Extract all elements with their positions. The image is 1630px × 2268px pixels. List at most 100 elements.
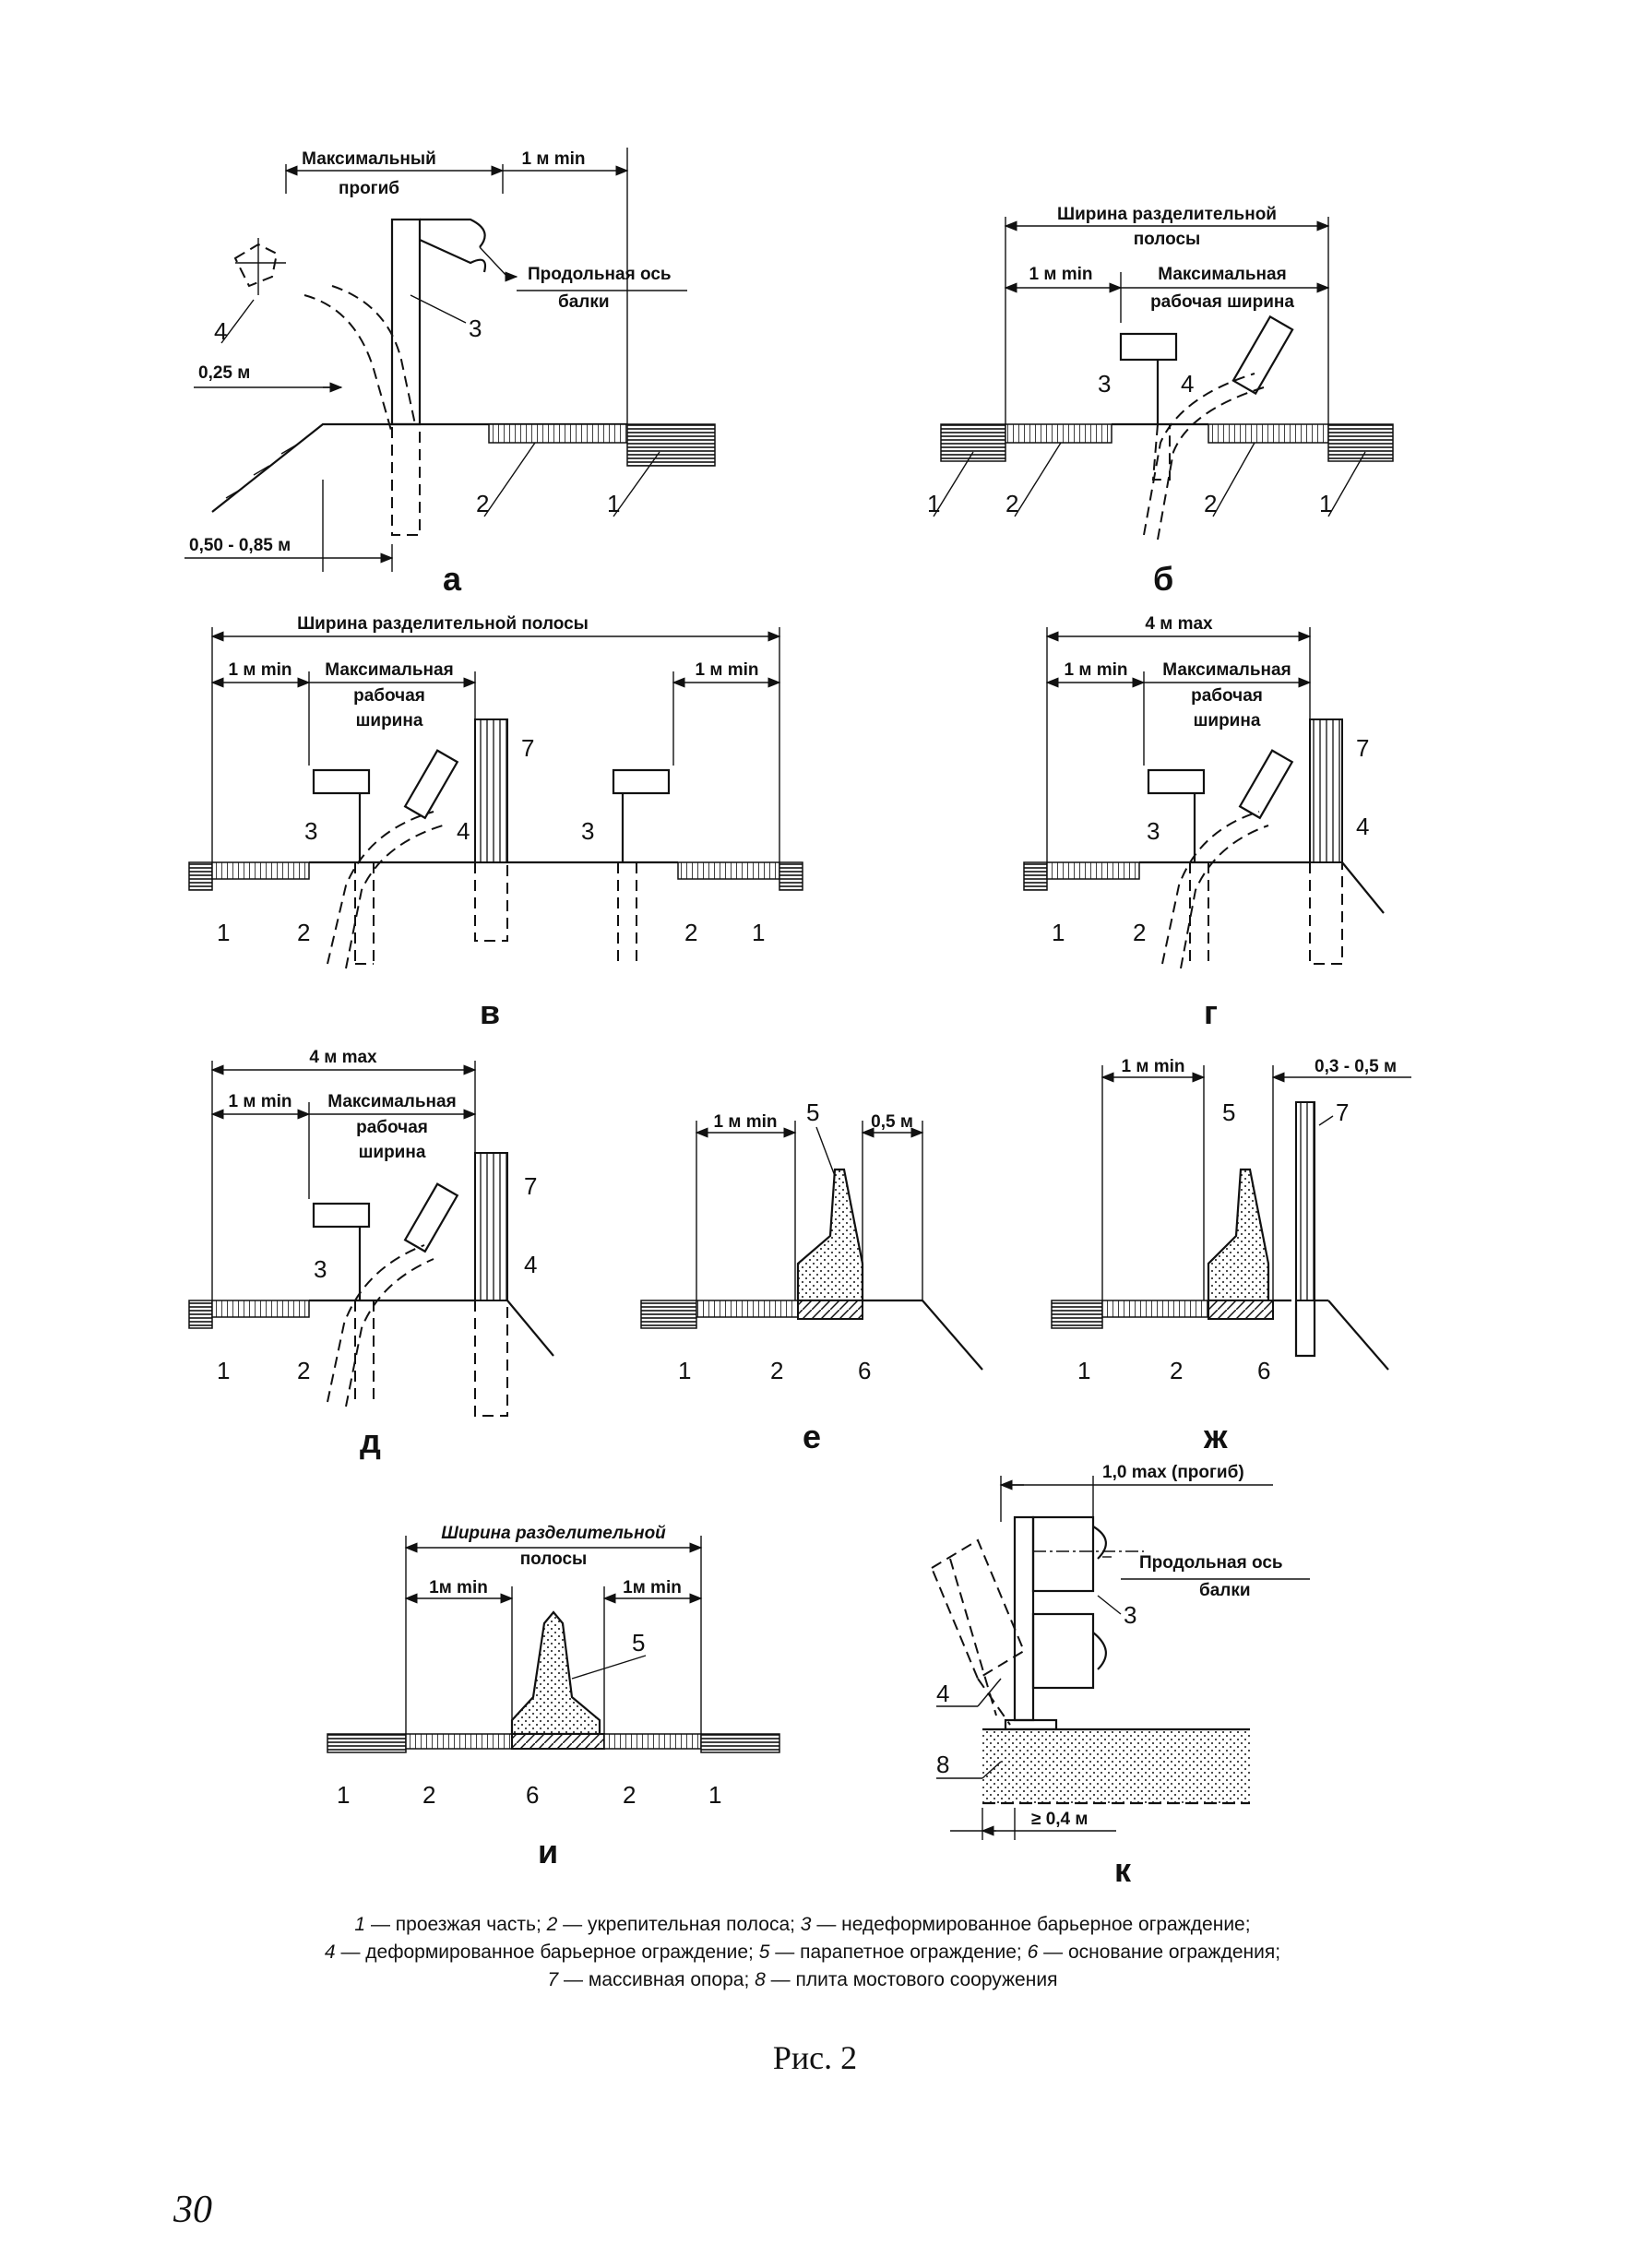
b-label-2a: 2 — [1005, 490, 1018, 517]
d-work-3: ширина — [359, 1143, 426, 1162]
zh-label-2: 2 — [1170, 1357, 1183, 1384]
a-axis-2: балки — [558, 292, 610, 312]
g-max4: 4 м max — [1145, 614, 1213, 634]
d-work-2: рабочая — [356, 1118, 428, 1137]
v-label-1a: 1 — [217, 919, 230, 946]
i-label-1b: 1 — [708, 1781, 721, 1809]
i-width: Ширина разделительной — [441, 1524, 666, 1543]
zh-one-m: 1 м min — [1122, 1057, 1185, 1076]
k-max10: 1,0 max (прогиб) — [1102, 1463, 1244, 1482]
g-letter: г — [1204, 993, 1218, 1031]
d-label-2: 2 — [297, 1357, 310, 1384]
panel-a: Максимальный прогиб 1 м min 0,25 м 0,50 … — [184, 148, 716, 598]
a-max-deflection: Максимальный — [302, 149, 436, 169]
b-work: Максимальная — [1158, 265, 1286, 284]
g-label-2: 2 — [1133, 919, 1146, 946]
v-label-7: 7 — [521, 734, 534, 762]
g-work-3: ширина — [1194, 711, 1261, 730]
legend-text-1: — проезжая часть; — [365, 1914, 547, 1935]
e-letter: е — [803, 1418, 821, 1455]
b-letter: б — [1153, 560, 1173, 598]
e-label-2: 2 — [770, 1357, 783, 1384]
v-work-2: рабочая — [353, 686, 425, 706]
panel-b: Ширина разделительной полосы 1 м min Мак… — [927, 205, 1394, 598]
page-number: 30 — [173, 2189, 212, 2231]
zh-d0305: 0,3 - 0,5 м — [1315, 1057, 1397, 1076]
zh-label-6: 6 — [1257, 1357, 1270, 1384]
d-max4: 4 м max — [309, 1048, 377, 1067]
k-label-8: 8 — [936, 1751, 949, 1778]
b-label-2b: 2 — [1204, 490, 1217, 517]
e-label-5: 5 — [806, 1098, 819, 1126]
g-label-3: 3 — [1147, 817, 1160, 845]
legend-num-2: 2 — [546, 1914, 558, 1935]
legend-text-5: — парапетное ограждение; — [769, 1941, 1028, 1963]
k-label-4: 4 — [936, 1680, 949, 1707]
v-one-m-l: 1 м min — [229, 660, 292, 680]
figure-legend: 1 — проезжая часть; 2 — укрепительная по… — [184, 1911, 1421, 1994]
g-label-4: 4 — [1356, 813, 1369, 840]
v-width: Ширина разделительной полосы — [297, 614, 589, 634]
g-work: Максимальная — [1162, 660, 1291, 680]
d-work: Максимальная — [327, 1092, 456, 1111]
k-axis-2: балки — [1199, 1581, 1251, 1600]
legend-text-7: — массивная опора; — [558, 1969, 756, 1990]
a-050: 0,50 - 0,85 м — [189, 536, 291, 555]
d-label-7: 7 — [524, 1172, 537, 1200]
i-label-5: 5 — [632, 1629, 645, 1656]
v-work-3: ширина — [356, 711, 423, 730]
b-label-1b: 1 — [1319, 490, 1332, 517]
legend-text-8: — плита мостового сооружения — [765, 1969, 1058, 1990]
i-width-2: полосы — [520, 1550, 588, 1569]
zh-label-1: 1 — [1077, 1357, 1090, 1384]
panel-d: 4 м max 1 м min Максимальная рабочая шир… — [188, 1048, 554, 1460]
figure-caption: Рис. 2 — [772, 2039, 858, 2076]
e-label-1: 1 — [678, 1357, 691, 1384]
legend-num-6: 6 — [1027, 1941, 1039, 1963]
e-one-m: 1 м min — [714, 1112, 778, 1132]
i-one-m-r: 1м min — [623, 1578, 682, 1597]
i-label-6: 6 — [526, 1781, 539, 1809]
legend-num-4: 4 — [324, 1941, 336, 1963]
a-max-deflection-2: прогиб — [339, 179, 399, 198]
v-label-3b: 3 — [581, 817, 594, 845]
zh-letter: ж — [1203, 1418, 1228, 1455]
legend-num-7: 7 — [547, 1969, 559, 1990]
legend-num-1: 1 — [354, 1914, 366, 1935]
a-label-2: 2 — [476, 490, 489, 517]
e-label-6: 6 — [858, 1357, 871, 1384]
b-one-m-min: 1 м min — [1029, 265, 1093, 284]
v-label-1b: 1 — [752, 919, 765, 946]
g-work-2: рабочая — [1191, 686, 1263, 706]
b-width: Ширина разделительной — [1057, 205, 1277, 224]
d-label-3: 3 — [314, 1255, 327, 1283]
v-label-4: 4 — [457, 817, 470, 845]
a-label-1: 1 — [607, 490, 620, 517]
legend-num-5: 5 — [758, 1941, 770, 1963]
e-d05: 0,5 м — [871, 1112, 913, 1132]
panel-v: Ширина разделительной полосы 1 м min Мак… — [188, 614, 803, 1031]
legend-text-4: — деформированное барьерное ограждение; — [335, 1941, 759, 1963]
i-label-2b: 2 — [623, 1781, 636, 1809]
legend-num-8: 8 — [755, 1969, 766, 1990]
legend-text-6: — основание ограждения; — [1038, 1941, 1281, 1963]
k-label-3: 3 — [1124, 1601, 1136, 1629]
d-letter: д — [360, 1422, 381, 1460]
a-label-4: 4 — [214, 317, 227, 345]
d-one-m: 1 м min — [229, 1092, 292, 1111]
i-label-2a: 2 — [422, 1781, 435, 1809]
b-work-2: рабочая ширина — [1150, 292, 1294, 312]
d-label-1: 1 — [217, 1357, 230, 1384]
k-letter: к — [1114, 1851, 1132, 1889]
v-work: Максимальная — [325, 660, 453, 680]
i-letter: и — [538, 1833, 558, 1870]
v-label-2b: 2 — [684, 919, 697, 946]
a-letter: а — [443, 560, 462, 598]
b-label-4: 4 — [1181, 370, 1194, 398]
legend-num-3: 3 — [800, 1914, 812, 1935]
legend-text-2: — укрепительная полоса; — [557, 1914, 801, 1935]
g-label-1: 1 — [1052, 919, 1065, 946]
a-025: 0,25 м — [198, 363, 250, 383]
k-axis: Продольная ось — [1139, 1553, 1283, 1573]
